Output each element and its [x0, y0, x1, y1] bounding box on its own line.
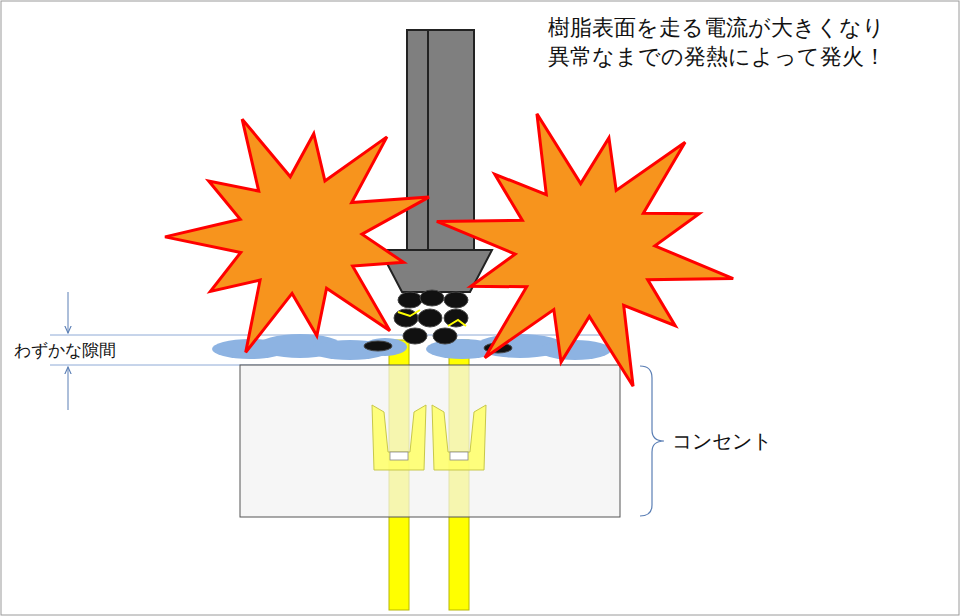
dimension-arrow: [68, 367, 69, 410]
fire-bursts: [165, 114, 733, 386]
contact-clip: [432, 405, 486, 470]
dimension-label: わずかな隙間: [14, 339, 116, 361]
fire-burst: [165, 119, 429, 352]
contact-clip: [372, 405, 426, 470]
plug-cord-divider: [427, 30, 429, 252]
contact-slot: [450, 452, 468, 460]
dimension-arrow: [68, 292, 69, 333]
outlet-body: [240, 365, 620, 517]
spark-track: [398, 310, 466, 326]
note-text: 樹脂表面を走る電流が大きくなり 異常なまでの発熱によって発火！: [548, 14, 948, 71]
bracket: [640, 366, 664, 516]
plug-cord: [407, 30, 474, 252]
fire-burst: [437, 114, 733, 386]
contact-slot: [390, 452, 408, 460]
part-label: コンセント: [672, 428, 772, 454]
